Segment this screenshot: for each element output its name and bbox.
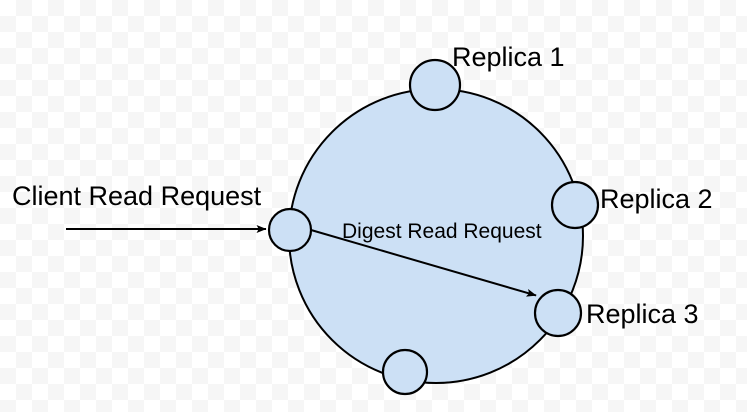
label-replica-1: Replica 1 — [452, 42, 565, 72]
label-digest-read-request: Digest Read Request — [342, 220, 542, 243]
label-client-read-request: Client Read Request — [12, 181, 262, 211]
label-replica-2: Replica 2 — [600, 184, 713, 214]
node-replica-1[interactable] — [408, 58, 462, 112]
node-bottom[interactable] — [381, 348, 429, 396]
node-replica-2[interactable] — [550, 180, 600, 230]
node-coordinator[interactable] — [267, 207, 313, 253]
digest-read-request-arrow — [310, 229, 537, 297]
label-replica-3: Replica 3 — [586, 299, 699, 329]
node-replica-3[interactable] — [533, 288, 583, 338]
